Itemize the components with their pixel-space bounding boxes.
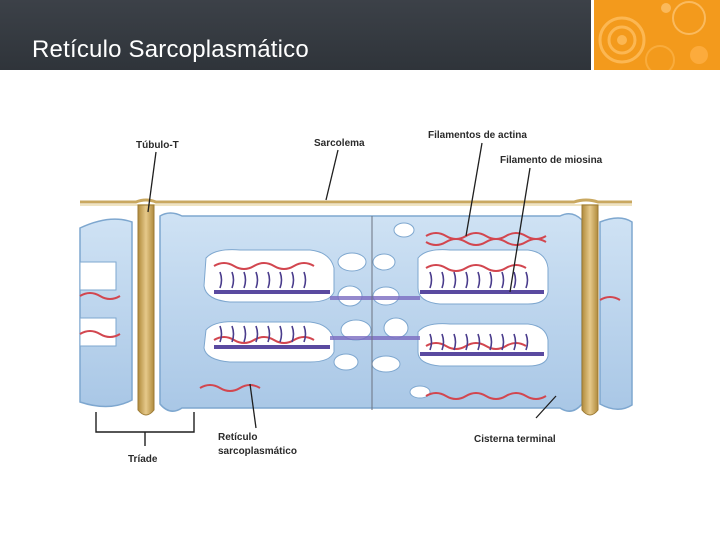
left-reticulum <box>80 219 132 406</box>
label-filamentos-actina: Filamentos de actina <box>428 130 527 141</box>
slide-title: Retículo Sarcoplasmático <box>32 36 309 64</box>
label-filamento-miosina: Filamento de miosina <box>500 155 603 166</box>
label-sarcolema: Sarcolema <box>314 138 365 149</box>
label-reticulo-line1: Retículo <box>218 432 257 443</box>
header-decoration <box>594 0 720 70</box>
triad-bracket <box>96 412 194 446</box>
label-cisterna-terminal: Cisterna terminal <box>474 434 556 445</box>
right-reticulum <box>600 218 632 409</box>
label-triade: Tríade <box>128 454 158 465</box>
slide-header: Retículo Sarcoplasmático <box>0 0 720 70</box>
sarcoplasmic-reticulum-diagram: Túbulo-T Sarcolema Filamentos de actina … <box>0 70 720 540</box>
sarcoplasmic-reticulum-network <box>160 213 582 411</box>
circles-decoration-icon <box>594 0 720 70</box>
label-tubulo-t: Túbulo-T <box>136 140 179 151</box>
sarcolemma-membrane <box>80 200 632 202</box>
label-reticulo-line2: sarcoplasmático <box>218 446 297 457</box>
